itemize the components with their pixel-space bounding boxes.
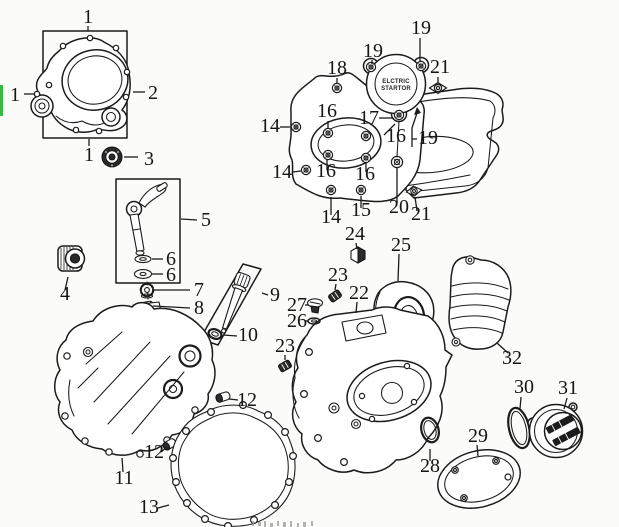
callout-31: 31 xyxy=(558,377,578,399)
callout-21-a: 21 xyxy=(430,56,450,78)
callout-12-a: 12 xyxy=(237,389,257,411)
part-27-screw xyxy=(306,298,324,314)
callout-5: 5 xyxy=(201,209,211,231)
callout-14-c: 14 xyxy=(321,206,341,228)
callout-leader-lines xyxy=(24,26,568,509)
callout-9: 9 xyxy=(270,284,280,306)
callout-15: 15 xyxy=(351,199,371,221)
callout-22: 22 xyxy=(349,282,369,304)
callout-28: 28 xyxy=(420,455,440,477)
callout-1-left: 1 xyxy=(10,84,20,106)
callout-1-bottom: 1 xyxy=(84,144,94,166)
callout-25: 25 xyxy=(391,234,411,256)
cutoff-watermark-marks xyxy=(252,521,313,527)
part-24-nut xyxy=(350,246,366,264)
callout-19-a: 19 xyxy=(363,40,383,62)
callout-23-a: 23 xyxy=(328,264,348,286)
callout-14-b: 14 xyxy=(272,161,292,183)
bolt-14-b xyxy=(300,164,312,176)
callout-20: 20 xyxy=(389,196,409,218)
cap-badge-bars xyxy=(545,414,581,447)
bolt-14-c xyxy=(325,184,337,196)
part-4-knurled-cap xyxy=(57,245,86,272)
callout-19-b: 19 xyxy=(411,17,431,39)
starter-cover-text-line2: STARTOR xyxy=(381,86,411,92)
callout-32: 32 xyxy=(502,347,522,369)
callout-3: 3 xyxy=(144,148,154,170)
callout-16-d: 16 xyxy=(355,163,375,185)
callout-23-b: 23 xyxy=(275,335,295,357)
bolt-20 xyxy=(390,155,404,169)
part-3-grommet xyxy=(101,146,123,168)
part-6-washer-b xyxy=(133,269,153,279)
callout-29: 29 xyxy=(468,425,488,447)
bolt-15 xyxy=(355,184,367,196)
cover-bolt-dots xyxy=(33,34,131,135)
callout-6-a: 6 xyxy=(166,248,176,270)
bolt-16-b xyxy=(360,130,372,142)
bolt-19-a xyxy=(365,61,377,73)
starter-cover-text-line1: ELCTRIC xyxy=(382,79,410,85)
part-23-clip-a xyxy=(327,288,343,304)
green-scan-artifact xyxy=(0,85,3,116)
callout-14-a: 14 xyxy=(260,115,280,137)
part-22-clutch-cover xyxy=(291,306,453,474)
bolt-16-a xyxy=(322,127,334,139)
callout-26: 26 xyxy=(287,310,307,332)
callout-numbers: 1 1 1 2 3 4 5 6 6 7 8 9 10 11 12 12 13 1… xyxy=(10,6,578,518)
callout-24: 24 xyxy=(345,223,365,245)
part-11-left-crankcase-cover xyxy=(54,301,216,458)
callout-11: 11 xyxy=(114,467,133,489)
part-5-kick-shaft-group xyxy=(115,178,181,284)
crankcase-bolt-tabs xyxy=(61,352,199,458)
callout-4: 4 xyxy=(60,283,70,305)
part-9-dipstick-group xyxy=(199,263,262,346)
callout-30: 30 xyxy=(514,376,534,398)
callout-12-b: 12 xyxy=(144,441,164,463)
bolt-19-b xyxy=(415,60,427,72)
callout-8: 8 xyxy=(194,297,204,319)
callout-10: 10 xyxy=(238,324,258,346)
callout-27: 27 xyxy=(287,294,307,316)
bolt-17 xyxy=(393,109,405,121)
callout-18: 18 xyxy=(327,57,347,79)
callout-13: 13 xyxy=(139,496,159,518)
part-29-oval-plate xyxy=(437,449,521,509)
bolt-16-c xyxy=(322,149,334,161)
bolt-14-a xyxy=(290,121,302,133)
callout-19-c: 19 xyxy=(418,127,438,149)
callout-2: 2 xyxy=(148,82,158,104)
bolt-18 xyxy=(331,82,343,94)
part-6-washer-a xyxy=(134,254,152,264)
frame-box-9 xyxy=(199,263,262,346)
part-12-dowel-pin-a xyxy=(215,391,231,403)
bolt-16-d xyxy=(360,152,372,164)
part-31-cap xyxy=(527,402,584,459)
part-23-clip-b xyxy=(277,359,293,373)
callout-16-a: 16 xyxy=(317,100,337,122)
part-10-o-ring xyxy=(207,328,223,340)
callout-17: 17 xyxy=(359,107,379,129)
part-32-finned-cover xyxy=(448,255,512,350)
part-28-o-ring xyxy=(420,416,440,444)
callout-16-b: 16 xyxy=(386,125,406,147)
callout-16-c: 16 xyxy=(316,160,336,182)
callout-21-b: 21 xyxy=(411,203,431,225)
part-1-magneto-cover-group xyxy=(30,30,131,139)
callout-1-top: 1 xyxy=(83,6,93,28)
callout-6-b: 6 xyxy=(166,264,176,286)
cover-pulley-boss xyxy=(30,94,54,118)
callout-7: 7 xyxy=(194,279,204,301)
part-starter-cover: ELCTRIC STARTOR xyxy=(331,53,430,123)
